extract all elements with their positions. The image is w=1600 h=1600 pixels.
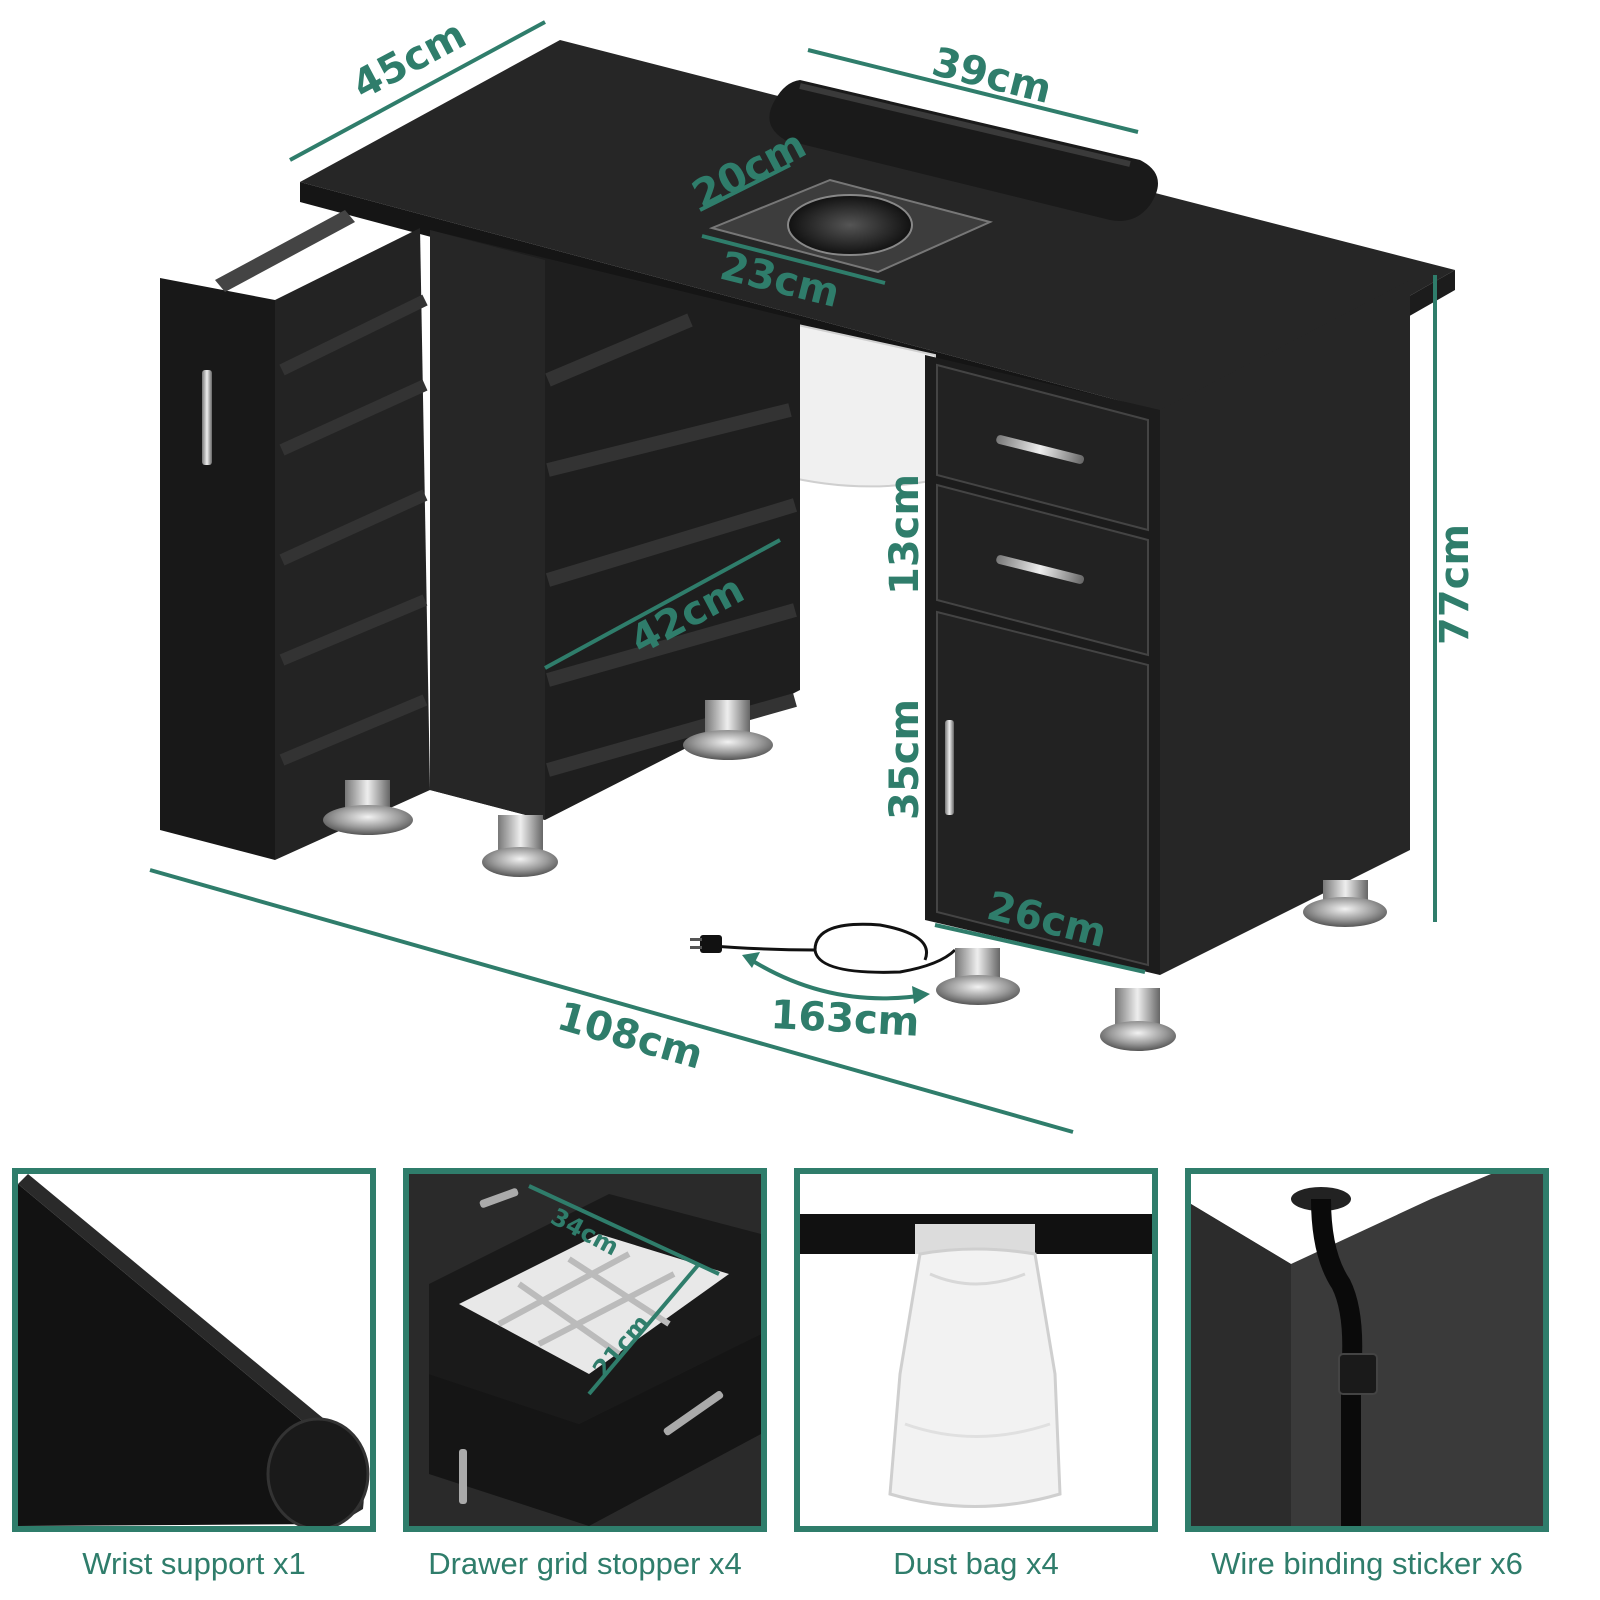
cabinet-width-dimension-line <box>934 923 1146 974</box>
left-cabinet-side <box>430 230 545 820</box>
vent-length-dimension-line <box>701 234 886 285</box>
wrist-rest-dimension-line <box>807 48 1139 134</box>
wrist-support-caption: Wrist support x1 <box>82 1546 306 1581</box>
wrist-support-panel <box>12 1168 376 1532</box>
door-handle <box>945 720 954 815</box>
dust-vent-grill <box>787 194 913 256</box>
pullout-cabinet <box>160 210 430 860</box>
dust-bag-panel <box>794 1168 1158 1532</box>
drawer-grid-caption: Drawer grid stopper x4 <box>428 1546 742 1581</box>
drawer-grid-image: 34cm 21cm <box>429 1184 761 1526</box>
wrist-rest <box>769 80 1158 221</box>
total-height-label: 77cm <box>1432 524 1478 645</box>
drawer-middle-handle <box>996 555 1085 584</box>
cord-length-label: 163cm <box>769 992 920 1046</box>
drawer-top-handle <box>996 435 1085 464</box>
plug-icon <box>690 935 722 953</box>
total-width-dimension-line <box>149 868 1074 1134</box>
desk-illustration: 45cm 39cm 20cm 23cm 42cm 13cm 35cm 26cm … <box>149 11 1478 1134</box>
vent-width-dimension-line <box>699 163 791 212</box>
wrist-support-image <box>18 1174 370 1526</box>
chrome-feet <box>323 700 1387 1051</box>
shelf-dimension-line <box>544 538 781 670</box>
wire-sticker-caption: Wire binding sticker x6 <box>1211 1546 1523 1581</box>
dust-bag-caption: Dust bag x4 <box>893 1546 1059 1581</box>
depth-dimension-line <box>289 20 546 162</box>
cord-arrow-left-icon <box>742 952 760 968</box>
power-cord <box>813 922 957 974</box>
wire-sticker-panel <box>1185 1168 1549 1532</box>
open-shelves <box>545 313 798 777</box>
dust-bag-image <box>800 1214 1152 1508</box>
cord-arrow-right-icon <box>912 986 930 1004</box>
drawer-height-label: 13cm <box>882 474 928 595</box>
cord-length-arc <box>746 956 926 1001</box>
wire-sticker-image <box>1191 1174 1491 1526</box>
right-cabinet-side <box>1160 280 1410 975</box>
wrist-rest-label: 39cm <box>928 39 1057 113</box>
door-height-label: 35cm <box>882 699 928 820</box>
drawer-grid-panel: 34cm 21cm <box>403 1168 767 1532</box>
pullout-handle <box>202 370 212 465</box>
cabinet-door <box>936 610 1149 967</box>
